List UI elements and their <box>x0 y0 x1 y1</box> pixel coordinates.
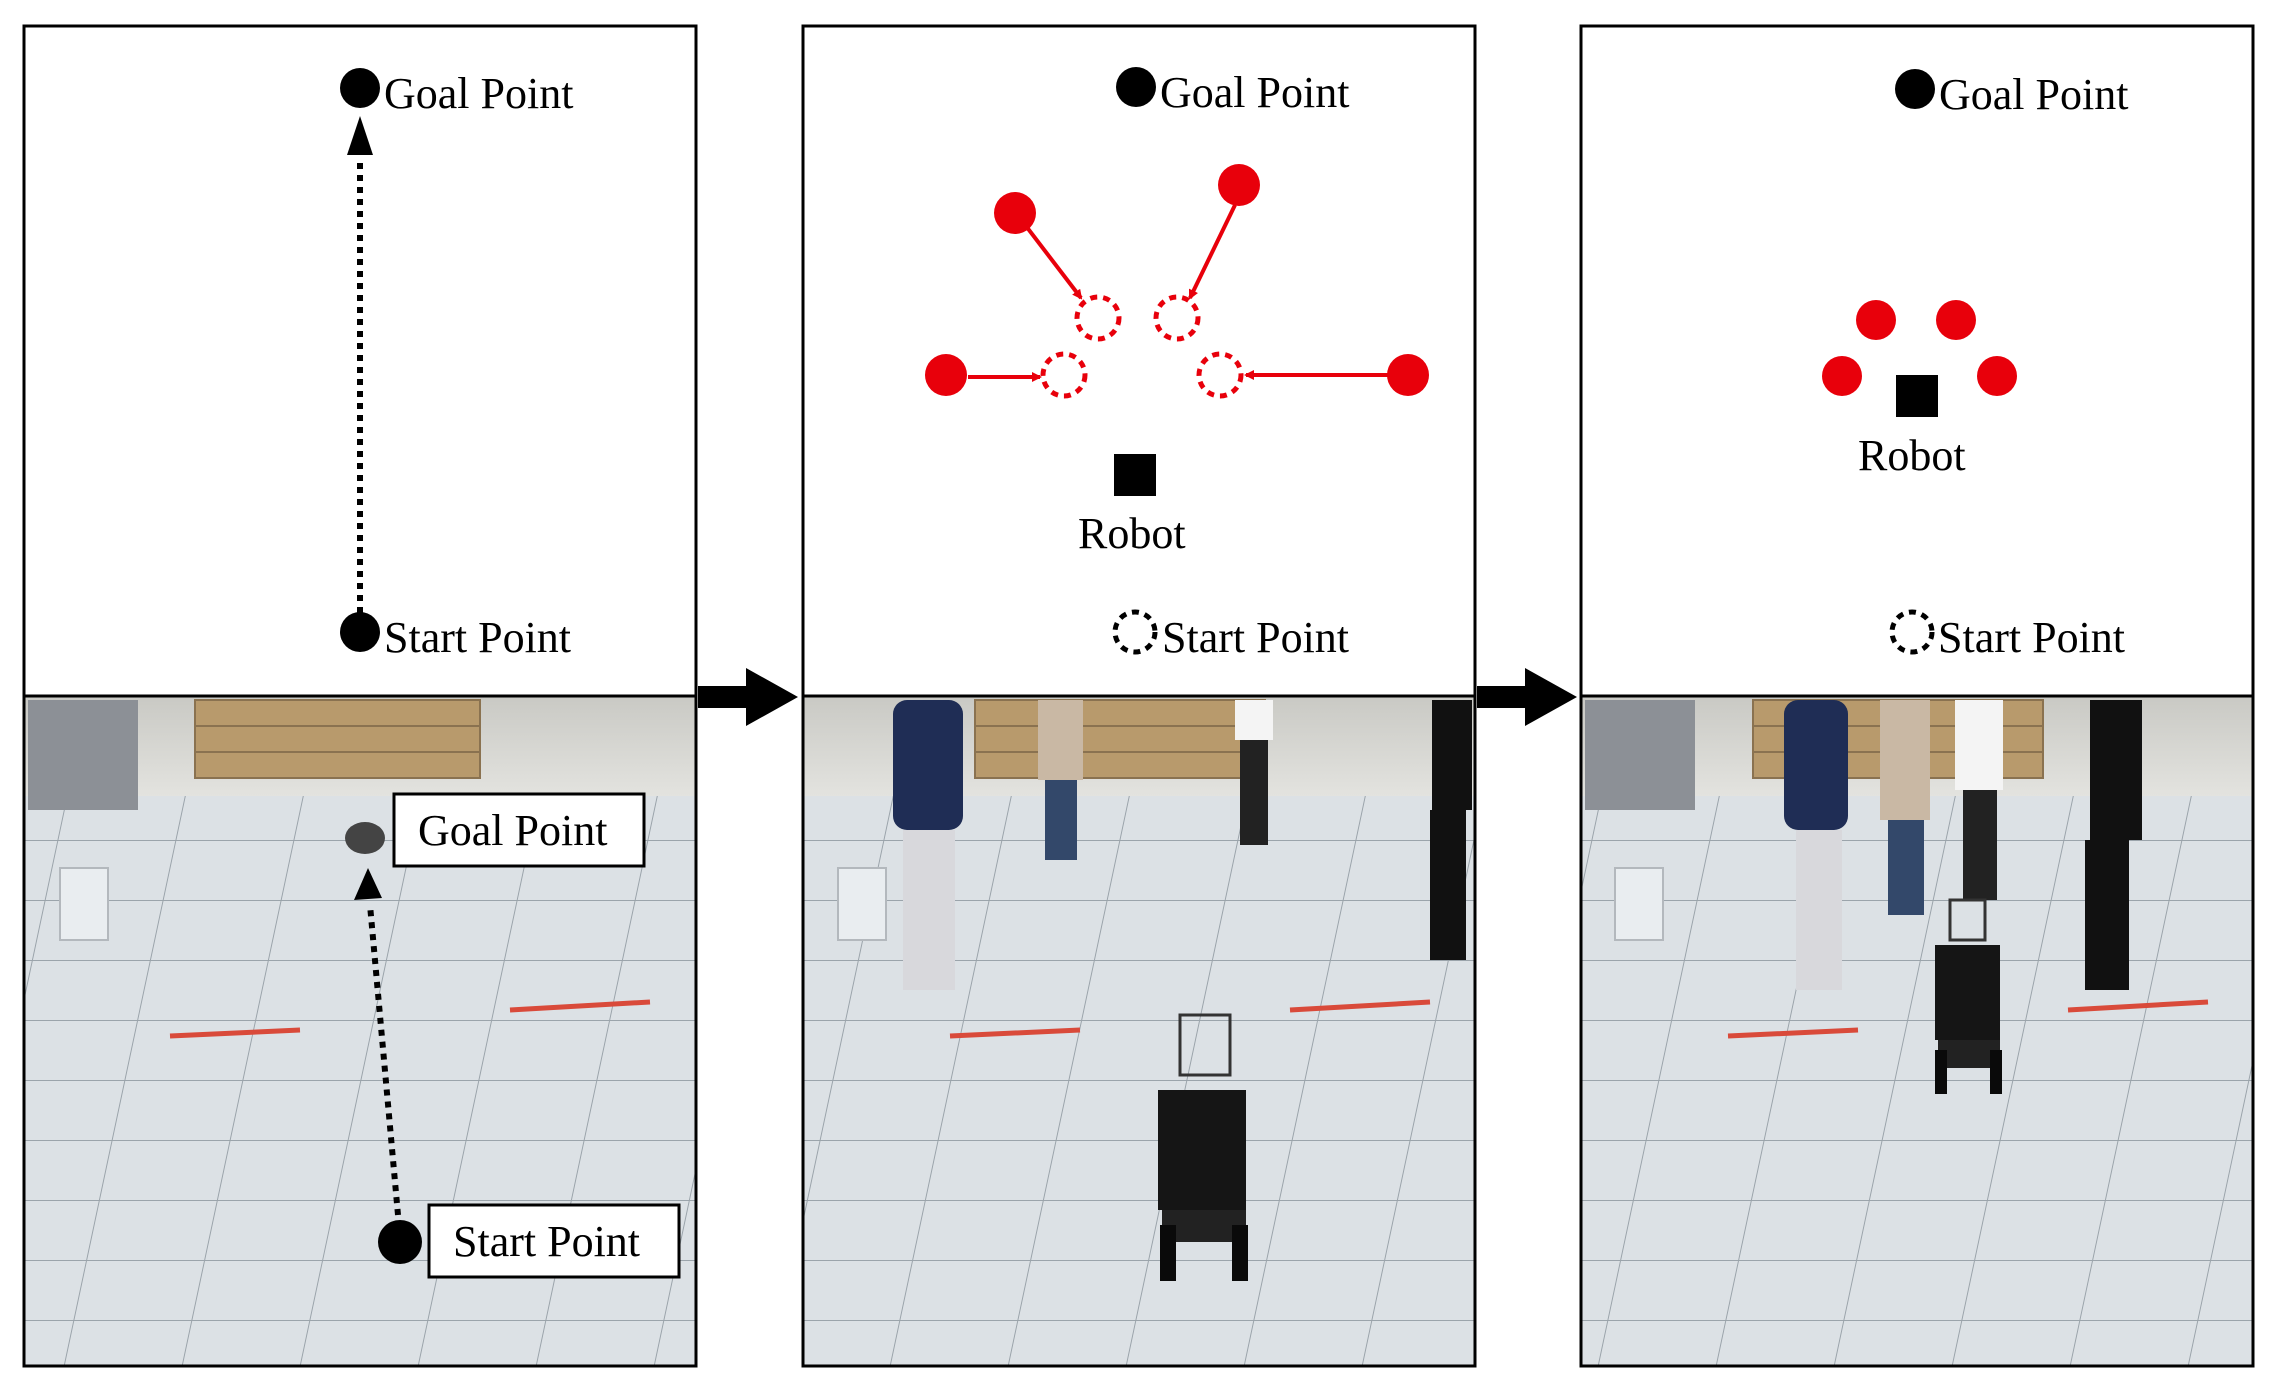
pedestrian-1-target <box>1074 294 1122 342</box>
person-3 <box>1235 700 1273 845</box>
person-4 <box>2085 700 2142 990</box>
trash-bin <box>1614 867 1664 941</box>
photo-path-line <box>367 904 401 1216</box>
wall-cabinet <box>28 700 138 810</box>
pedestrian-1 <box>1856 300 1896 340</box>
photo-start-label: Start Point <box>453 1217 640 1266</box>
robot-photo <box>1935 898 2002 1094</box>
person-3 <box>1955 700 2003 900</box>
storage-shelf <box>974 699 1266 779</box>
goal-point-label: Goal Point <box>1939 70 2128 119</box>
photo-goal-label: Goal Point <box>418 806 607 855</box>
robot-photo <box>1158 1013 1248 1281</box>
pedestrian-2 <box>1936 300 1976 340</box>
pedestrian-1-start <box>994 192 1036 234</box>
robot-marker <box>1896 375 1938 417</box>
robot-label: Robot <box>1078 509 1186 558</box>
pedestrian-2-target <box>1153 294 1201 342</box>
transition-arrow-1 <box>698 668 798 726</box>
wall-cabinet <box>1585 700 1695 810</box>
pedestrian-4-start <box>1387 354 1429 396</box>
trash-bin <box>837 867 887 941</box>
goal-point-label: Goal Point <box>384 69 573 118</box>
photo-path-arrowhead <box>354 868 382 900</box>
goal-point-marker <box>340 68 380 108</box>
goal-point-label: Goal Point <box>1160 68 1349 117</box>
pedestrian-4 <box>1977 356 2017 396</box>
person-4 <box>1430 700 1472 960</box>
path-arrowhead <box>347 116 373 155</box>
pedestrian-3 <box>1822 356 1862 396</box>
start-point-label: Start Point <box>384 613 571 662</box>
storage-shelf <box>194 699 481 779</box>
robot-marker <box>1114 454 1156 496</box>
photo-goal-marker <box>345 822 385 854</box>
photo-goal-callout <box>392 792 646 868</box>
photo-start-marker <box>378 1220 422 1264</box>
person-2 <box>1880 700 1930 915</box>
panel-2: Goal Point Robot Start Point <box>801 24 1477 1368</box>
person-1 <box>893 700 963 990</box>
pedestrian-3-target <box>1040 351 1088 399</box>
panel-3: Goal Point Robot Start Point <box>1579 24 2255 1368</box>
goal-point-marker <box>1895 69 1935 109</box>
start-point-marker <box>340 612 380 652</box>
person-2 <box>1038 700 1083 860</box>
start-point-label: Start Point <box>1162 613 1349 662</box>
panel-3-diagram-frame <box>1579 24 2255 698</box>
panel-3-photo <box>1581 696 2253 1366</box>
photo-start-callout <box>427 1203 681 1279</box>
robot-label: Robot <box>1858 431 1966 480</box>
panel-2-photo <box>803 696 1475 1366</box>
person-1 <box>1784 700 1848 990</box>
panel-1: Goal Point Start Point Goal Point Start … <box>22 24 698 1368</box>
trash-bin <box>59 867 109 941</box>
pedestrian-2-start <box>1218 164 1260 206</box>
start-point-label: Start Point <box>1938 613 2125 662</box>
pedestrian-3-start <box>925 354 967 396</box>
panel-2-diagram-frame <box>801 24 1477 698</box>
pedestrian-4-target <box>1196 351 1244 399</box>
start-point-marker <box>1112 609 1158 655</box>
transition-arrow-2 <box>1477 668 1577 726</box>
goal-point-marker <box>1116 67 1156 107</box>
start-point-marker <box>1889 609 1935 655</box>
panel-1-photo: Goal Point Start Point <box>24 696 696 1366</box>
